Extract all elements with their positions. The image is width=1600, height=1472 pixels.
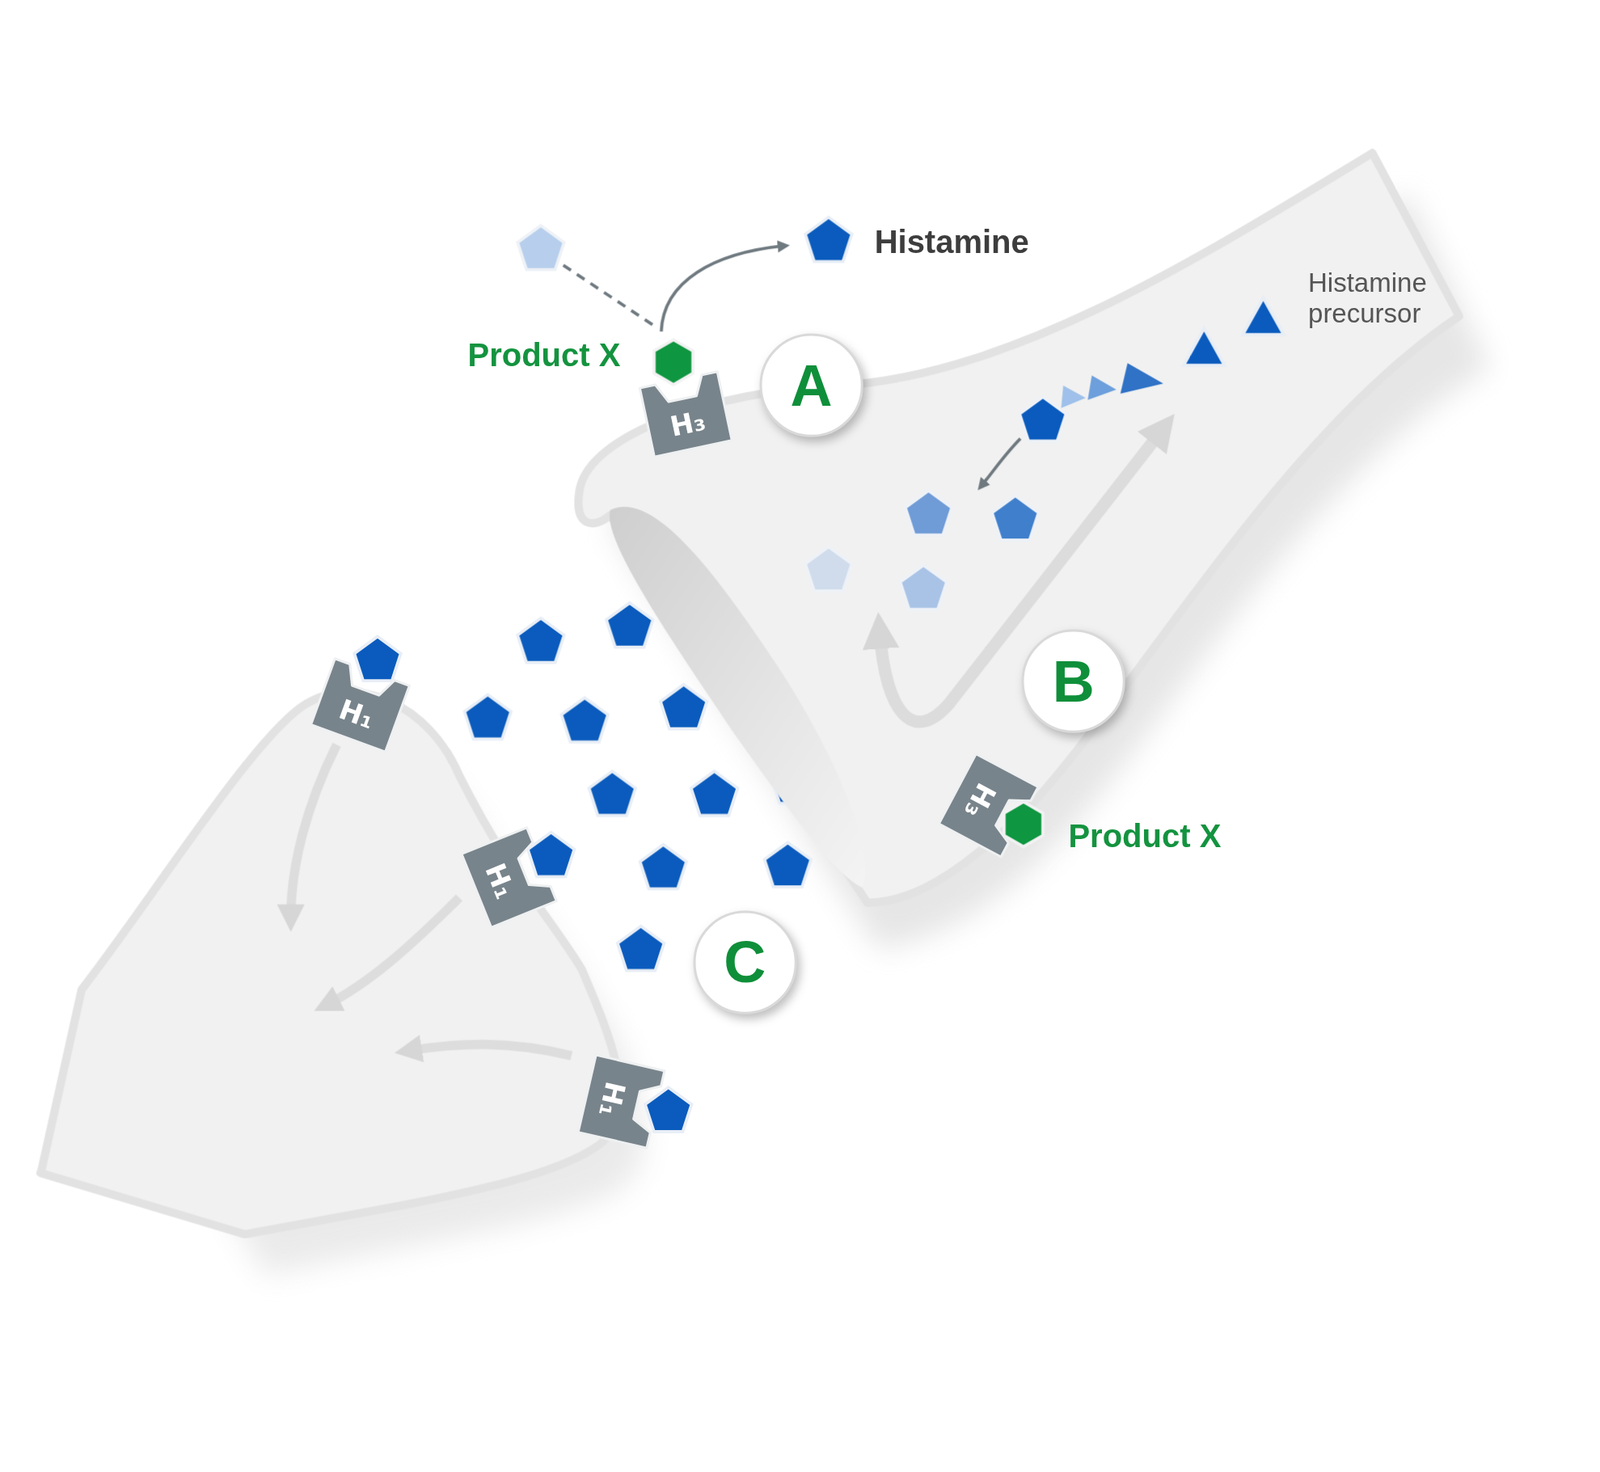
histamine-molecule [606,603,654,648]
release-arrow [517,225,565,271]
postsynaptic-neuron [40,692,620,1235]
synthesis-arrow [981,363,1164,486]
histamine-precursor [1242,297,1284,334]
circle-outline [760,334,862,436]
histamine-precursor [1183,297,1284,365]
histamine-molecule [764,842,812,887]
postsynaptic-neuron [291,744,338,919]
drug-label: Product X [467,337,621,374]
histamine-molecule [464,694,512,739]
histamine-molecule [640,844,688,890]
histamine-molecule [517,618,565,663]
release-arrow [661,245,784,332]
stored-histamine [1019,396,1067,442]
receptor-box: H₃ [939,754,1041,859]
bound-histamine [354,636,692,1132]
histamine-molecule [561,697,608,743]
molecule-label: Histamine [874,223,1030,261]
receptor-outline [310,658,410,752]
bound-histamine [645,1087,693,1132]
receptor-outline [639,371,732,457]
receptor-outline [939,754,1039,857]
callout-letter: A [789,356,832,415]
receptor-outline [578,1055,665,1149]
stored-histamine [992,495,1039,541]
release-arrow [805,217,853,262]
histamine-molecule [691,771,739,816]
receptor-outline [461,827,557,928]
histamine-molecule [617,926,665,971]
histamine-precursor [1183,328,1225,365]
postsynaptic-neuron [326,898,460,1006]
postsynaptic-neuron [408,1044,572,1056]
product-x-molecule [654,339,693,385]
callout-letter: B [1052,652,1095,711]
histamine-molecule [660,684,708,730]
histamine-molecule [588,771,636,816]
bound-histamine [527,832,575,878]
molecule-label: Histamine precursor [1308,267,1458,330]
receptor-box: H₃ [639,369,733,457]
receptor-box: H₁ [461,827,559,929]
receptor-box: H₁ [310,656,410,752]
step-circle: A [758,332,865,439]
presynaptic-neuron [609,506,866,888]
circle-outline [1022,630,1124,732]
callout-letter: C [723,932,766,992]
presynaptic-neuron [578,152,1459,904]
synthesis-arrow [1087,375,1116,400]
stored-histamine [805,546,853,592]
release-arrow [563,265,656,327]
product-x-molecule [1004,802,1043,848]
synthesis-arrow [1061,385,1086,409]
postsynaptic-neuron [40,692,620,1235]
synthesis-arrow [981,439,1021,486]
bound-histamine [354,636,402,681]
receptor-box: H₁ [578,1055,668,1149]
stored-histamine [805,396,1067,610]
step-circle: B [1020,628,1127,735]
release-arrow [517,217,852,332]
receptor-label: H₁ [593,1079,631,1121]
stored-histamine [905,490,953,536]
step-circle: C [692,909,798,1016]
presynaptic-neuron [578,152,1459,904]
drug-label: Product X [1068,818,1221,855]
stored-histamine [899,565,947,610]
synthesis-arrow [1120,363,1164,394]
circle-outline [694,911,796,1014]
